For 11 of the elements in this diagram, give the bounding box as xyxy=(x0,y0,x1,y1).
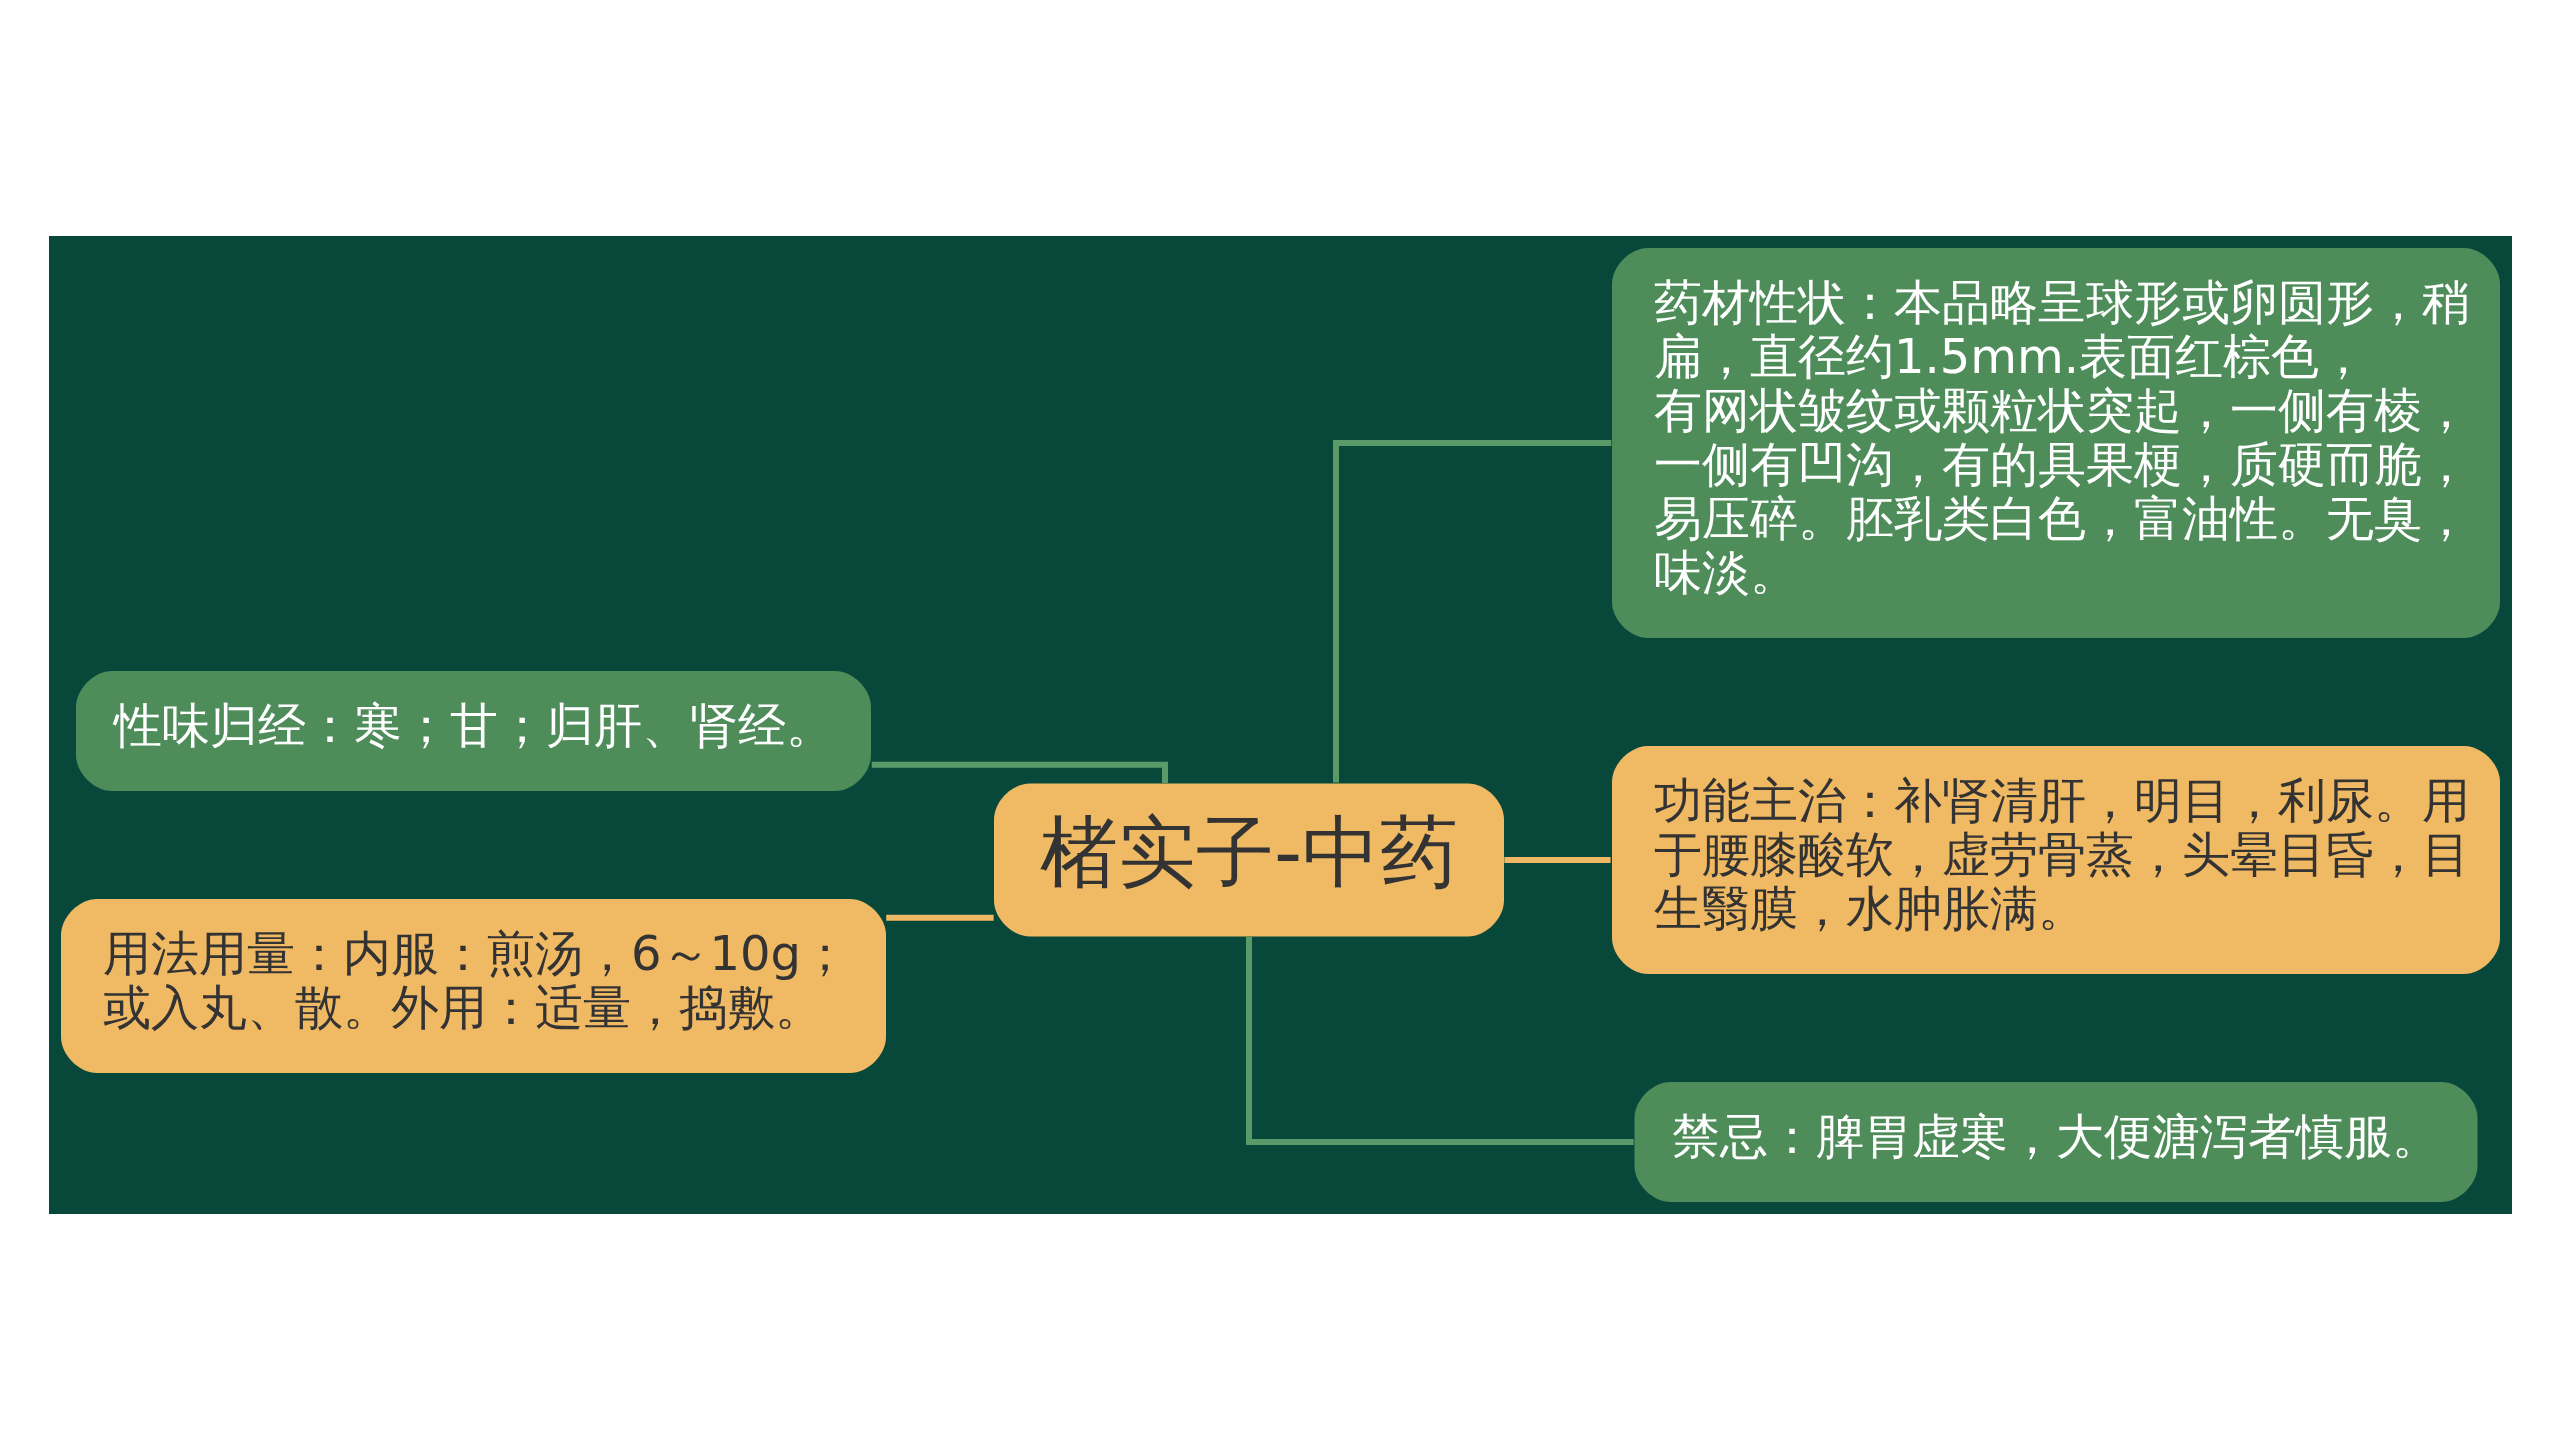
connector xyxy=(871,761,1168,783)
node-box: 性味归经：寒；甘；归肝、肾经。 xyxy=(75,670,871,791)
node-box: 禁忌：脾胃虚寒，大便溏泻者慎服。 xyxy=(1634,1081,2477,1202)
node-box: 功能主治：补肾清肝，明目，利尿。用于腰膝酸软，虚劳骨蒸，头晕目昏，目生翳膜，水肿胀满。 xyxy=(1611,745,2500,974)
connector xyxy=(1245,936,1634,1145)
node-box: 楮实子-中药 xyxy=(993,783,1504,936)
connector xyxy=(885,914,994,921)
connector xyxy=(1332,439,1611,783)
node-box: 用法用量：内服：煎汤，6～10g；或入丸、散。外用：适量，捣敷。 xyxy=(60,898,886,1073)
connector xyxy=(1503,856,1611,863)
node-box: 药材性状：本品略呈球形或卵圆形，稍扁，直径约1.5mm.表面红棕色，有网状皱纹或颗粒状突起，一侧有棱，一侧有凹沟，有的具果梗，质硬而脆，易压碎。胚乳类白色，富油性。无臭，味淡。 xyxy=(1611,247,2500,638)
